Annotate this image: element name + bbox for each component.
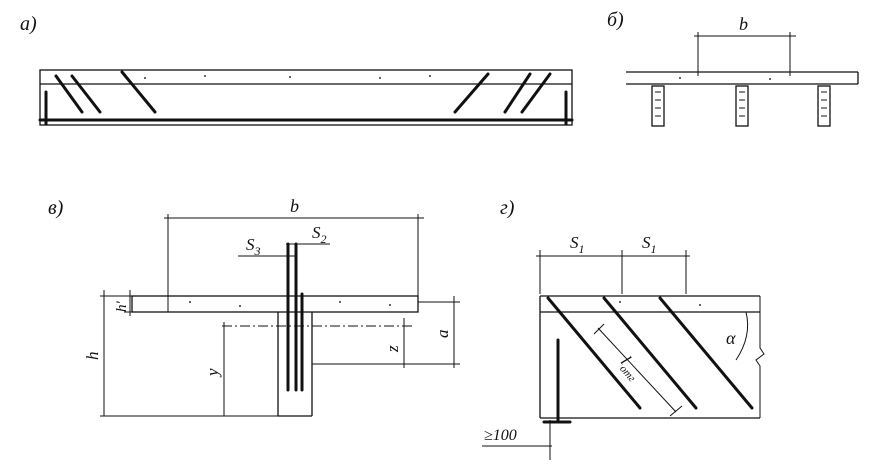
panel-g-bent-bar bbox=[658, 296, 754, 410]
svg-text:S3: S3 bbox=[246, 235, 261, 258]
panel-a-label: а) bbox=[20, 13, 37, 35]
panel-b-rib bbox=[651, 85, 665, 127]
panel-v-dim-a: a bbox=[433, 330, 452, 339]
panel-g-bent-bar bbox=[546, 296, 642, 410]
panel-g-dim-min: ≥100 bbox=[484, 427, 517, 444]
svg-text:S1: S1 bbox=[642, 233, 657, 256]
panel-v-dim-z: z bbox=[383, 345, 402, 353]
panel-v-dim-hprime: h' bbox=[114, 301, 130, 313]
panel-a: а) bbox=[20, 13, 574, 126]
panel-a-bent-bar bbox=[520, 72, 552, 114]
panel-g-dim-s1-left-sub: 1 bbox=[579, 242, 585, 256]
panel-v-dim-s3-sub: 3 bbox=[254, 244, 261, 258]
panel-v: в) b S3 S2 h' h y bbox=[48, 196, 460, 417]
panel-g-bent-bar bbox=[602, 296, 698, 410]
panel-v-dim-s2: S bbox=[312, 223, 321, 242]
panel-v-dim-y: y bbox=[203, 368, 222, 378]
panel-a-bent-bar bbox=[70, 74, 102, 114]
panel-v-dim-h: h bbox=[83, 352, 102, 361]
panel-b: б) b bbox=[607, 9, 859, 127]
panel-g: г) S1 S1 lотг α ≥100 bbox=[482, 197, 765, 460]
panel-v-dim-s2-sub: 2 bbox=[321, 232, 327, 246]
panel-g-dim-s1-right-sub: 1 bbox=[651, 242, 657, 256]
panel-a-bent-bar bbox=[54, 74, 84, 114]
panel-g-dim-s1-right: S bbox=[642, 233, 651, 252]
panel-v-dim-b: b bbox=[290, 196, 299, 216]
panel-g-label: г) bbox=[500, 197, 515, 219]
panel-a-bent-bar bbox=[120, 70, 157, 114]
panel-a-bent-bar bbox=[503, 72, 532, 114]
panel-g-dim-s1-left: S bbox=[570, 233, 579, 252]
panel-b-label: б) bbox=[607, 9, 624, 31]
panel-v-label: в) bbox=[48, 197, 64, 219]
panel-v-flange bbox=[131, 295, 419, 313]
panel-g-dim-alpha: α bbox=[726, 328, 736, 348]
panel-b-rib bbox=[817, 85, 831, 127]
svg-text:S2: S2 bbox=[312, 223, 327, 246]
svg-text:lотг: lотг bbox=[614, 352, 647, 385]
panel-g-break-line bbox=[755, 296, 765, 418]
svg-text:S1: S1 bbox=[570, 233, 585, 256]
panel-a-bent-bar bbox=[453, 72, 490, 114]
panel-v-dim-s3: S bbox=[246, 235, 255, 254]
panel-g-dim-l-line bbox=[597, 327, 677, 413]
panel-b-rib bbox=[735, 85, 749, 127]
panel-b-dim-b: b bbox=[739, 14, 748, 34]
panel-g-angle-arc bbox=[735, 311, 749, 361]
panel-a-beam bbox=[39, 69, 573, 126]
